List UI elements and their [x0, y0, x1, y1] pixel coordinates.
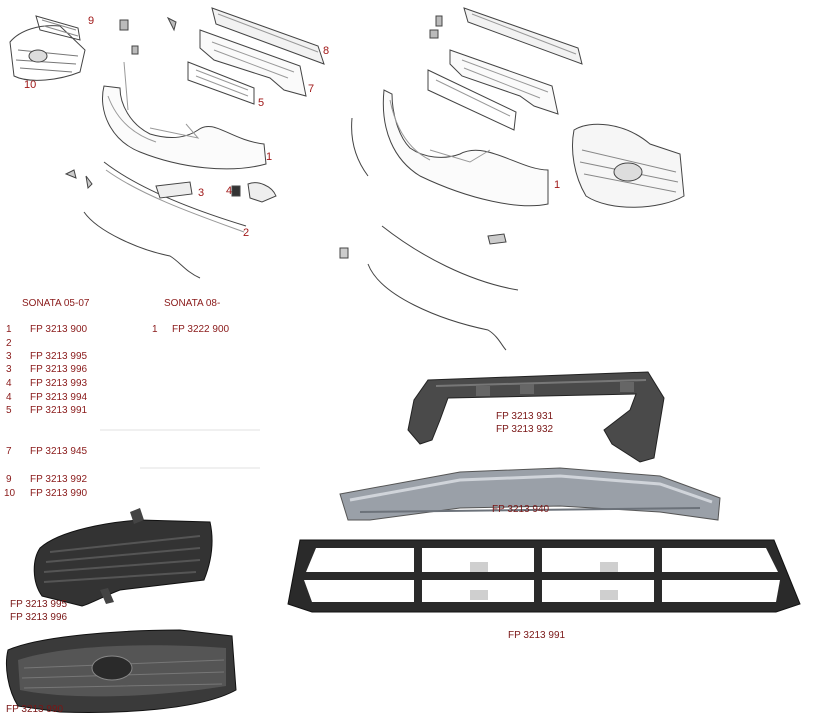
callout-10: 10: [24, 79, 37, 91]
bumper-cover-drawing-08: [382, 89, 549, 207]
grille-drawing-08: [572, 123, 685, 208]
part-code: FP 3213 992: [30, 474, 88, 485]
bracket-drawing: [199, 29, 307, 97]
part-num: 3: [6, 364, 12, 375]
caption-lower-grille: FP 3213 991: [508, 630, 566, 641]
callout-5: 5: [258, 97, 265, 109]
part-num: 10: [4, 488, 16, 499]
fog-cover-drawing: [155, 181, 277, 203]
part-num: 2: [6, 338, 12, 349]
mounting-bracket-photo: [407, 371, 665, 463]
caption-grille: FP 3213 990: [6, 704, 64, 715]
callout-8: 8: [323, 45, 330, 57]
callout-3: 3: [198, 187, 205, 199]
reinforcement-beam-photo: [339, 467, 721, 521]
fog-lamp-cover-photo: [33, 508, 213, 607]
part-num: 1: [152, 324, 158, 335]
part-code: FP 3213 994: [30, 392, 88, 403]
radiator-grille-drawing: [9, 25, 86, 81]
lower-trim-drawing: [103, 161, 247, 233]
part-num: 9: [6, 474, 12, 485]
part-code: FP 3213 996: [30, 364, 88, 375]
reinforcement-beam-drawing-08: [463, 7, 583, 65]
bracket-drawing-08: [449, 49, 559, 115]
callout-1: 1: [266, 151, 273, 163]
callout-9: 9: [88, 15, 95, 27]
part-num: 4: [6, 392, 12, 403]
radiator-grille-photo: [5, 629, 237, 713]
caption-fog-cover-b: FP 3213 996: [10, 612, 68, 623]
part-code: FP 3213 990: [30, 488, 88, 499]
model-header-08: SONATA 08-: [164, 298, 221, 309]
part-code: FP 3213 993: [30, 378, 88, 389]
caption-bracket-a: FP 3213 931: [496, 411, 554, 422]
reinforcement-beam-drawing: [211, 7, 325, 65]
part-num: 7: [6, 446, 12, 457]
lower-grille-photo: [287, 539, 801, 613]
part-code: FP 3213 945: [30, 446, 88, 457]
lower-grille-drawing: [187, 61, 255, 105]
part-code: FP 3213 900: [30, 324, 88, 335]
part-num: 1: [6, 324, 12, 335]
bumper-cover-drawing: [102, 61, 267, 170]
part-code: FP 3222 900: [172, 324, 230, 335]
caption-bracket-b: FP 3213 932: [496, 424, 554, 435]
wire-harness-drawing: [64, 169, 201, 279]
part-num: 4: [6, 378, 12, 389]
part-code: FP 3213 991: [30, 405, 88, 416]
wire-harness-drawing-08: [339, 15, 519, 351]
callout-7: 7: [308, 83, 315, 95]
part-num: 5: [6, 405, 12, 416]
caption-fog-cover-a: FP 3213 995: [10, 599, 68, 610]
lower-grille-drawing-08: [427, 69, 517, 131]
grille-mesh-drawing: [35, 15, 81, 41]
caption-reinforcement: FP 3213 940: [492, 504, 550, 515]
model-header-05-07: SONATA 05-07: [22, 298, 90, 309]
part-num: 3: [6, 351, 12, 362]
callout-2: 2: [243, 227, 250, 239]
callout-1-08: 1: [554, 179, 561, 191]
small-clips-drawing: [119, 16, 177, 55]
callout-4: 4: [226, 185, 233, 197]
part-code: FP 3213 995: [30, 351, 88, 362]
